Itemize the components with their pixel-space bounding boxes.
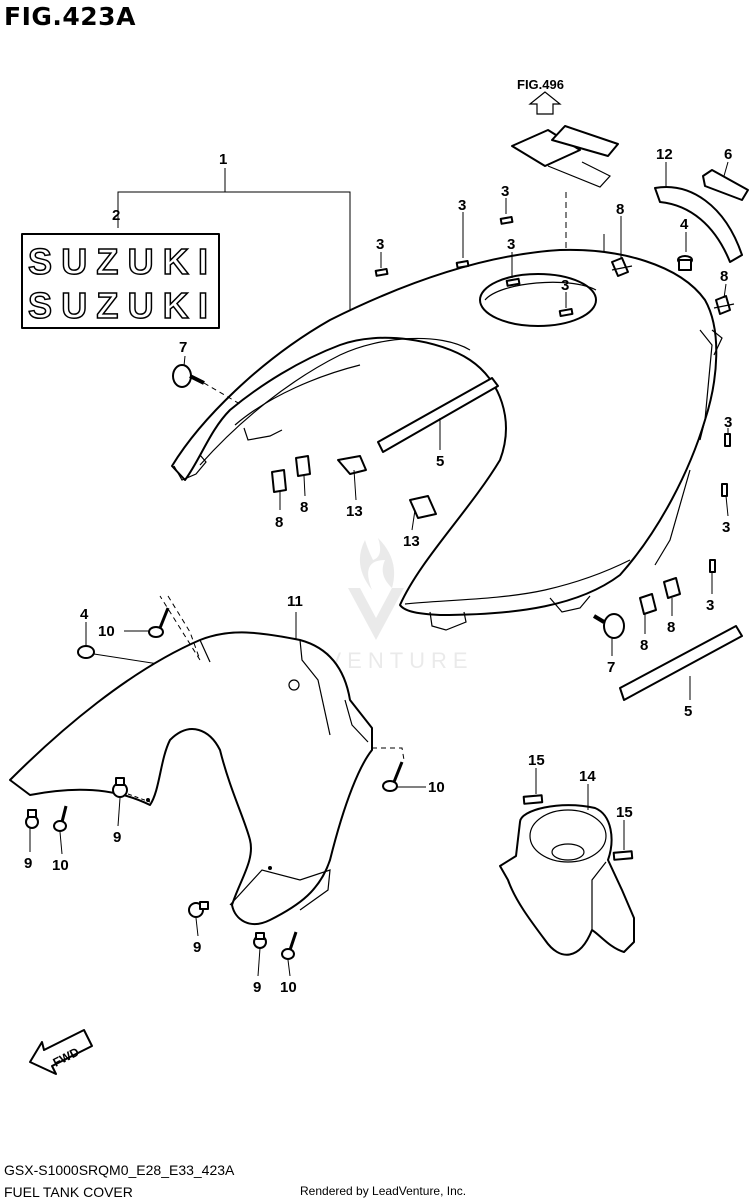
forward-arrow: FWD	[29, 1029, 93, 1075]
cap-base-cover[interactable]	[499, 804, 635, 956]
group-bracket	[117, 168, 351, 310]
callout-7: 7	[179, 339, 187, 356]
callout-15: 15	[616, 804, 633, 821]
callout-9: 9	[253, 979, 261, 996]
callout-11: 11	[287, 593, 303, 610]
callout-7: 7	[607, 659, 615, 676]
callout-8: 8	[300, 499, 308, 516]
screw-right	[372, 747, 405, 792]
up-arrow-icon	[528, 91, 562, 115]
ref-figure-label: FIG.496	[517, 77, 564, 92]
callout-8: 8	[667, 619, 675, 636]
fuel-tank-cover[interactable]	[171, 248, 723, 631]
callout-13: 13	[403, 533, 420, 550]
callout-3: 3	[561, 277, 569, 294]
callout-4: 4	[680, 216, 689, 233]
side-pad[interactable]	[654, 186, 743, 263]
callout-2: 2	[112, 207, 120, 224]
callout-10: 10	[52, 857, 69, 874]
screw-top	[148, 595, 201, 661]
emblem-set: SUZUKI SUZUKI	[21, 233, 220, 329]
callout-6: 6	[724, 146, 732, 163]
callout-4: 4	[80, 606, 89, 623]
callouts: 1 2 3 3 3 3 3 3 3 3 4 4 5 5 6 7 7 8 8 8 …	[24, 146, 732, 996]
grommets	[337, 455, 437, 519]
figure-title: FIG.423A	[4, 2, 136, 31]
callout-10: 10	[98, 623, 115, 640]
callout-10: 10	[428, 779, 445, 796]
figure-name: FUEL TANK COVER	[4, 1184, 133, 1200]
screw-left	[53, 805, 68, 832]
bushing-top	[677, 255, 693, 271]
callout-1: 1	[219, 151, 227, 168]
callout-3: 3	[724, 414, 732, 431]
callout-5: 5	[436, 453, 444, 470]
callout-3: 3	[706, 597, 714, 614]
render-credit: Rendered by LeadVenture, Inc.	[300, 1184, 467, 1198]
callout-13: 13	[346, 503, 363, 520]
callout-14: 14	[579, 768, 596, 785]
cushion-rubber[interactable]	[702, 169, 749, 201]
callout-3: 3	[722, 519, 730, 536]
fig496-reference[interactable]: FIG.496	[517, 77, 564, 115]
leader-lines	[29, 161, 729, 977]
callout-3: 3	[501, 183, 509, 200]
callout-8: 8	[275, 514, 283, 531]
model-code: GSX-S1000SRQM0_E28_E33_423A	[4, 1162, 235, 1178]
callout-5: 5	[684, 703, 692, 720]
rubber-strips[interactable]	[377, 377, 743, 701]
callout-8: 8	[720, 268, 728, 285]
callout-9: 9	[113, 829, 121, 846]
inner-cover[interactable]	[9, 631, 373, 925]
damper-tapes	[374, 215, 731, 573]
fasteners	[25, 777, 267, 949]
callout-10: 10	[280, 979, 297, 996]
bolt-top	[172, 364, 241, 405]
callout-8: 8	[616, 201, 624, 218]
callout-9: 9	[193, 939, 201, 956]
callout-15: 15	[528, 752, 545, 769]
callout-3: 3	[507, 236, 515, 253]
callout-8: 8	[640, 637, 648, 654]
cap-tapes	[522, 794, 634, 861]
callout-12: 12	[656, 146, 673, 163]
callout-9: 9	[24, 855, 32, 872]
callout-3: 3	[376, 236, 384, 253]
bolt-bottom	[592, 613, 625, 639]
screw-bottom	[281, 931, 298, 960]
callout-3: 3	[458, 197, 466, 214]
clip-nuts	[271, 257, 735, 615]
